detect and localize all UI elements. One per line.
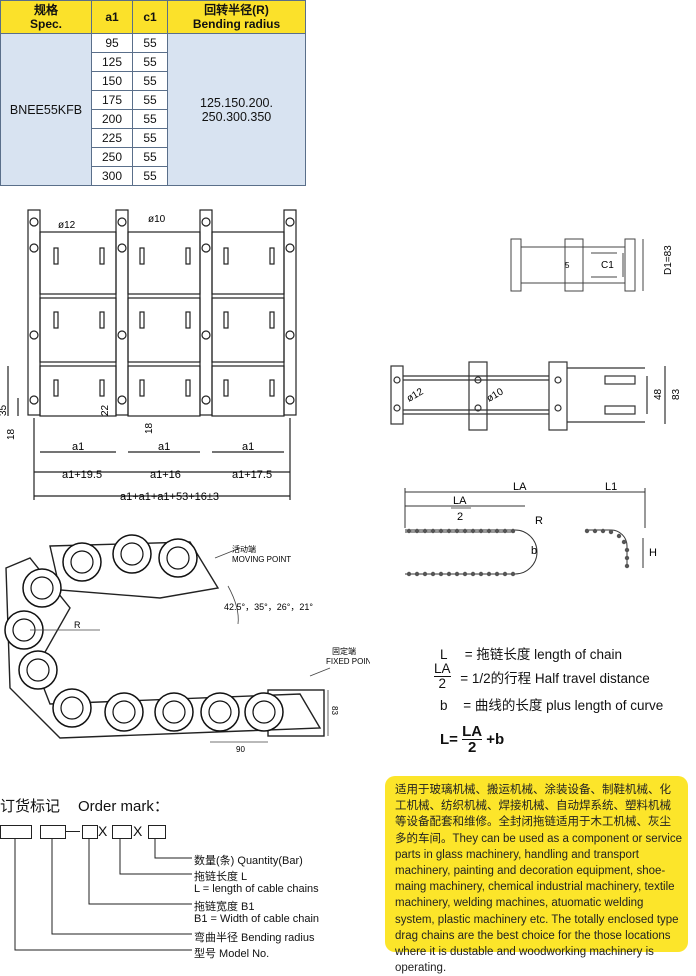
dim-18b-label: 18 (144, 422, 155, 434)
side-frame-drawing: ø12 ø10 48 83 (390, 361, 682, 431)
dim-a1-label: a1 (242, 441, 254, 453)
c1-label: C1 (601, 260, 614, 271)
header-c1: c1 (132, 0, 168, 34)
hole10-label: ø10 (148, 214, 166, 225)
side-view-small: C1 5 D1=83 (510, 238, 674, 292)
width-en-label: B1 = Width of cable chain (194, 913, 320, 925)
dim-a1-19-5-label: a1+19.5 (62, 469, 102, 481)
c1-cell: 55 (132, 52, 168, 72)
legend-la-den: 2 (438, 676, 447, 691)
moving-cn-label: 活动端 (232, 544, 256, 554)
dim-22-label: 22 (100, 404, 111, 416)
a1-cell: 300 (91, 166, 133, 186)
dim-a1-16-label: a1+16 (150, 469, 181, 481)
qty-label: 数量(条) Quantity(Bar) (194, 855, 303, 867)
c1-cell: 55 (132, 90, 168, 110)
angles-label: 42.5°，35°，26°，21° (224, 602, 313, 612)
radius-cell: 125.150.200.250.300.350 (167, 33, 306, 186)
x-mark: X (133, 823, 143, 839)
la-half-den: 2 (457, 511, 463, 523)
formula-l: L= (440, 731, 458, 748)
b-label: b (531, 545, 537, 557)
c1-cell: 55 (132, 109, 168, 129)
bending-diagram: 活动端 MOVING POINT 42.5°，35°，26°，21° R 固定端… (4, 534, 370, 754)
five-label: 5 (565, 261, 570, 270)
a1-cell: 150 (91, 71, 133, 91)
legend-la-text: = 1/2的行程 Half travel distance (460, 670, 650, 686)
formula-fraction: LA 2 (462, 723, 483, 756)
r-label: R (74, 620, 81, 630)
legend-b: b = 曲线的长度 plus length of curve (440, 694, 663, 714)
length-en-label: L = length of cable chains (194, 883, 319, 895)
la-label: LA (513, 481, 527, 493)
formula-num: LA (462, 723, 483, 740)
dim48-label: 48 (653, 388, 664, 400)
x-mark: X (98, 823, 108, 839)
header-radius: 回转半径(R)Bending radius (167, 0, 306, 34)
dim-total-label: a1+a1+a1+53+16±3 (120, 491, 219, 503)
r-label: R (535, 515, 543, 527)
radius-label: 弯曲半径 Bending radius (194, 932, 315, 944)
dim83-label: 83 (330, 706, 339, 715)
legend-la-fraction: LA 2 (434, 662, 451, 691)
hole10-label: ø10 (485, 386, 506, 404)
a1-cell: 250 (91, 147, 133, 167)
a1-cell: 125 (91, 52, 133, 72)
la-half-num: LA (453, 495, 467, 507)
legend-l-symbol: L (440, 647, 448, 662)
c1-cell: 55 (132, 128, 168, 148)
travel-diagram: LA LA 2 L1 R b H (404, 481, 657, 577)
model-label: 型号 Model No. (194, 948, 270, 960)
legend-l-text: = 拖链长度 length of chain (464, 647, 622, 662)
dim83-label: 83 (671, 388, 682, 400)
formula-den: 2 (467, 739, 477, 756)
l1-label: L1 (605, 481, 617, 493)
dim-a1-17-5-label: a1+17.5 (232, 469, 272, 481)
dim-18-label: 18 (6, 428, 17, 440)
hole12-label: ø12 (405, 386, 426, 404)
application-note: 适用于玻璃机械、搬运机械、涂装设备、制鞋机械、化工机械、纺织机械、焊接机械、自动… (385, 776, 688, 974)
dash (66, 831, 80, 832)
dim-35-label: 35 (0, 404, 9, 416)
legend-la-num: LA (434, 661, 451, 677)
order-leader-lines (14, 838, 192, 951)
c1-cell: 55 (132, 147, 168, 167)
header-a1: a1 (91, 0, 133, 34)
legend-formula: L= LA 2 +b (440, 724, 504, 755)
model-cell: BNEE55KFB (0, 33, 92, 186)
a1-cell: 225 (91, 128, 133, 148)
moving-en-label: MOVING POINT (232, 555, 291, 564)
dim90-label: 90 (236, 745, 245, 754)
legend-b-symbol: b (440, 698, 448, 713)
legend-la: LA 2 = 1/2的行程 Half travel distance (434, 662, 650, 691)
length-box (112, 825, 132, 839)
order-title-cn: 订货标记 (0, 798, 61, 815)
d1-label: D1=83 (663, 245, 674, 275)
top-view-drawing: ø12 ø10 a1 a1 a1 a1+19.5 a1+16 a1+17.5 a… (0, 209, 297, 503)
fixed-cn-label: 固定端 (332, 646, 356, 656)
a1-cell: 175 (91, 90, 133, 110)
formula-tail: +b (486, 731, 505, 748)
c1-cell: 55 (132, 33, 168, 53)
a1-cell: 95 (91, 33, 133, 53)
fixed-en-label: FIXED POINT (326, 657, 370, 666)
legend-l: L = 拖链长度 length of chain (440, 643, 622, 663)
model-box (0, 825, 32, 839)
width-box (82, 825, 98, 839)
qty-box (148, 825, 166, 839)
a1-cell: 200 (91, 109, 133, 129)
radius-box (40, 825, 66, 839)
length-cn-label: 拖链长度 L (194, 871, 248, 883)
hole12-label: ø12 (58, 220, 76, 231)
width-cn-label: 拖链宽度 B1 (194, 901, 255, 913)
h-label: H (649, 547, 657, 559)
legend-b-text: = 曲线的长度 plus length of curve (463, 698, 664, 713)
c1-cell: 55 (132, 71, 168, 91)
c1-cell: 55 (132, 166, 168, 186)
dim-a1-label: a1 (72, 441, 84, 453)
order-title-en: Order mark： (78, 798, 169, 815)
dim-a1-label: a1 (158, 441, 170, 453)
